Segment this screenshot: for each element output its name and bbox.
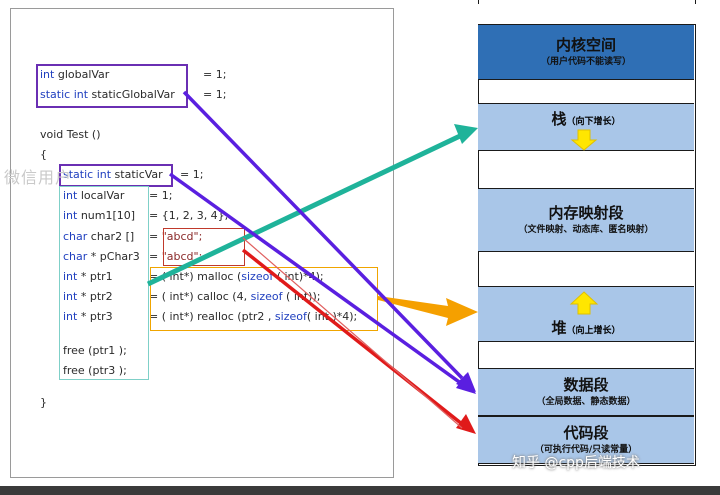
code-line-pchar3: char * pChar3= "abcd"; [63, 250, 203, 263]
bottom-bar [0, 486, 720, 495]
code-line-ptr2: int * ptr2= ( int*) calloc (4, sizeof ( … [63, 290, 320, 303]
segment-code: 代码段 （可执行代码/只读常量） [478, 416, 694, 464]
code-line-static-var: static int staticVar= 1; [63, 168, 204, 181]
code-line-open-brace: { [40, 148, 47, 161]
code-line-ptr3: int * ptr3= ( int*) realloc (ptr2 , size… [63, 310, 358, 323]
arrow-globals-to-data [182, 90, 476, 392]
stack-growth-arrow-icon [570, 129, 598, 151]
code-line-num1: int num1[10]= {1, 2, 3, 4}; [63, 209, 229, 222]
segment-stack-title: 栈 [551, 110, 567, 128]
segment-mmap: 内存映射段 （文件映射、动态库、匿名映射） [478, 188, 694, 252]
arrow-static-var-to-data [168, 172, 476, 394]
segment-code-title: 代码段 [563, 423, 609, 442]
segment-data: 数据段 （全局数据、静态数据） [478, 368, 694, 416]
watermark-left: 微信用户 [4, 168, 73, 187]
arrow-literal-thin-to-code [242, 237, 463, 429]
segment-data-sub: （全局数据、静态数据） [536, 396, 636, 407]
code-line-char2: char char2 []= "abcd"; [63, 230, 203, 243]
arrow-stack-vars-to-stack [146, 124, 478, 287]
code-line-free-ptr3: free (ptr3 ); [63, 364, 127, 377]
segment-code-sub: （可执行代码/只读常量） [534, 444, 638, 455]
segment-kernel-title: 内核空间 [555, 35, 616, 54]
arrow-heap-to-heap [378, 296, 478, 326]
heap-growth-arrow-icon [569, 291, 599, 315]
code-line-close-brace: } [40, 396, 47, 409]
segment-data-title: 数据段 [563, 375, 609, 394]
code-line-void-test: void Test () [40, 128, 101, 141]
code-line-local-var: int localVar= 1; [63, 189, 173, 202]
code-line-static-global-var: static int staticGlobalVar= 1; [40, 88, 227, 101]
code-line-free-ptr1: free (ptr1 ); [63, 344, 127, 357]
memory-column-top [478, 0, 696, 4]
segment-kernel-sub: （用户代码不能读写） [540, 56, 631, 67]
string-literals-box [163, 228, 245, 266]
global-vars-box [36, 64, 188, 108]
watermark-right: 知乎 @cpp后端技术 [512, 455, 640, 471]
segment-kernel: 内核空间 （用户代码不能读写） [478, 24, 694, 80]
segment-heap-title: 堆 [551, 319, 567, 337]
code-line-global-var: int globalVar= 1; [40, 68, 227, 81]
segment-mmap-title: 内存映射段 [548, 203, 624, 222]
segment-stack-sub: （向下增长） [566, 117, 621, 127]
segment-heap-sub: （向上增长） [566, 326, 621, 336]
arrow-literals-to-code [241, 248, 476, 434]
segment-mmap-sub: （文件映射、动态库、匿名映射） [518, 224, 654, 235]
